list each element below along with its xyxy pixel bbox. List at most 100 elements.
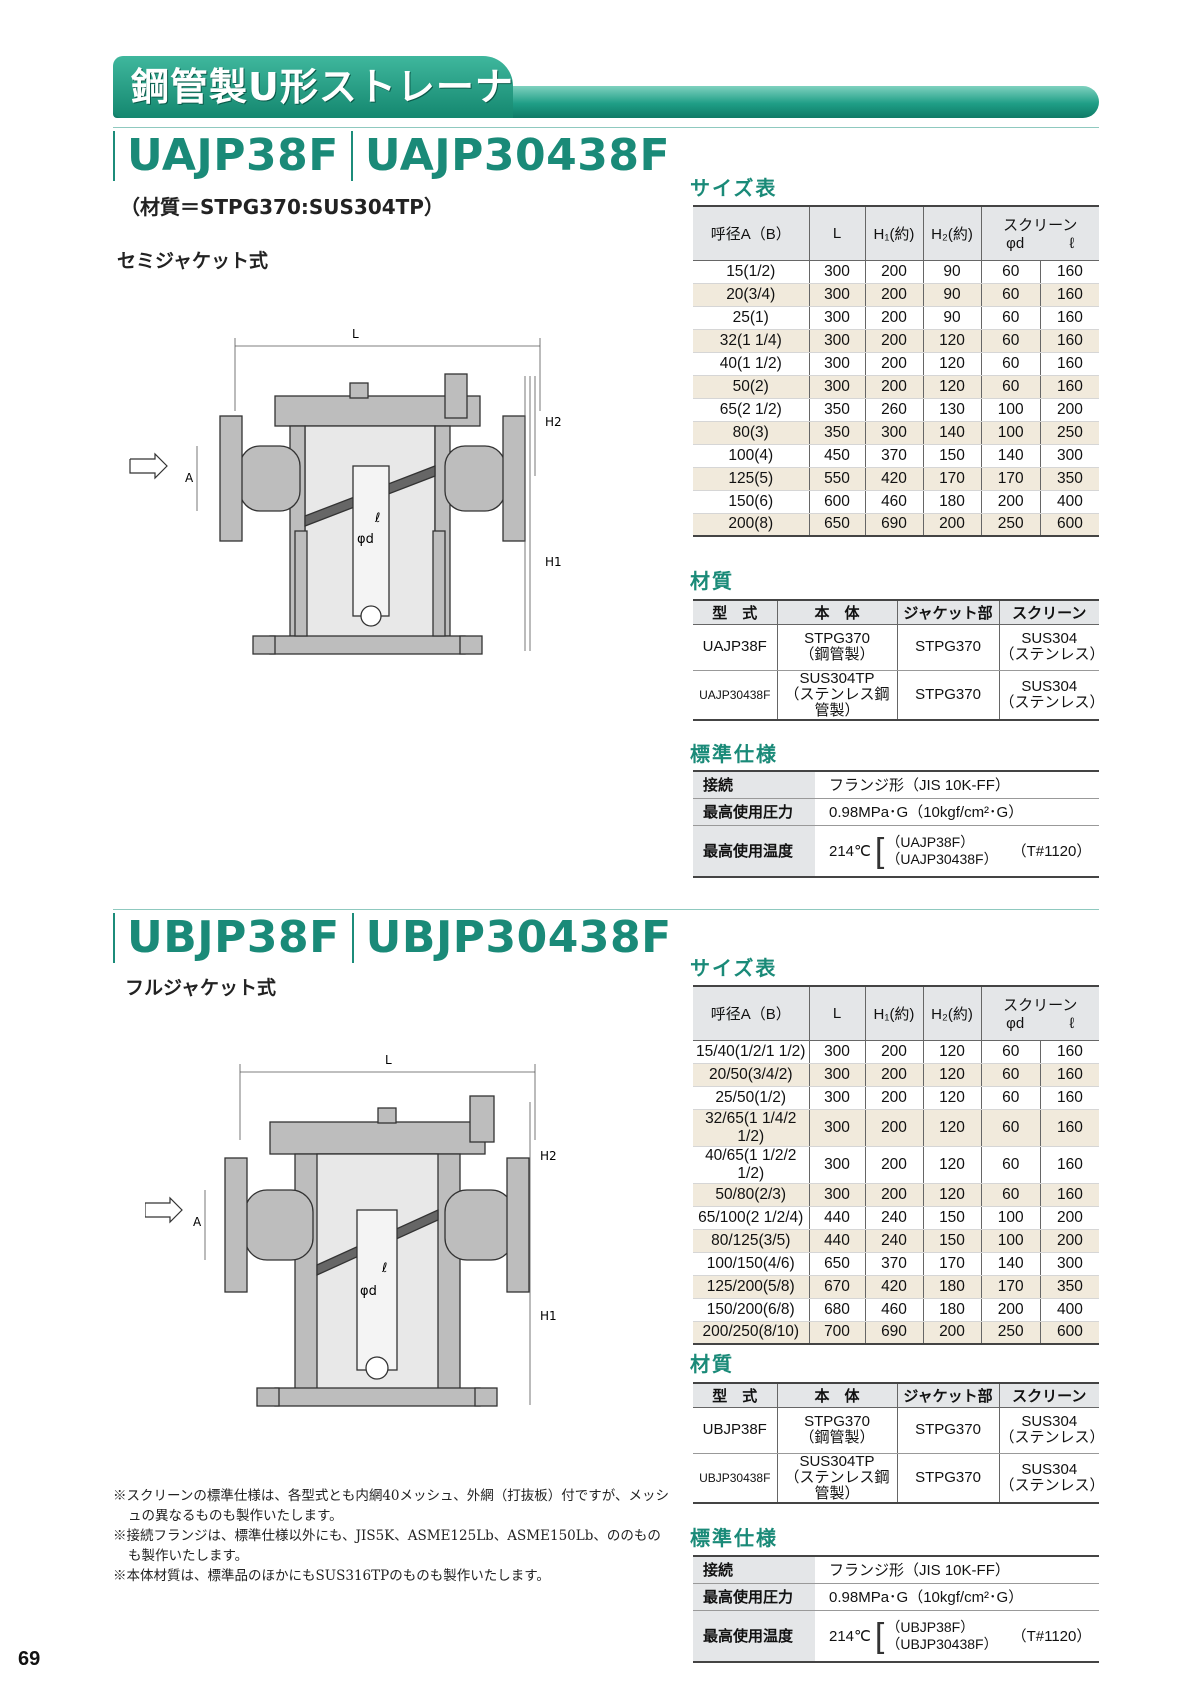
- table-cell: 200: [864, 1040, 923, 1064]
- table-row: UBJP30438F SUS304TP（ステンレス鋼管製） STPG370 SU…: [693, 1453, 1105, 1504]
- table-cell: 150: [922, 444, 981, 468]
- spec-table-title: 標準仕様: [690, 1526, 778, 1550]
- table-cell: 150: [922, 1229, 981, 1253]
- mat-screen-main: SUS304: [1021, 677, 1078, 695]
- table-cell: 420: [864, 467, 923, 491]
- table-cell: 300: [808, 329, 865, 353]
- table-cell: 160: [1039, 1183, 1099, 1207]
- mat-col-header: 型 式: [693, 1382, 777, 1408]
- table-cell: 200: [864, 1086, 923, 1110]
- table-cell: 300: [808, 352, 865, 376]
- model-heading-b: UBJP38F UBJP30438F: [113, 910, 684, 966]
- screen-l-header: ℓ: [1069, 1015, 1075, 1033]
- table-cell: 100: [980, 398, 1041, 422]
- heading-bar: [113, 131, 115, 181]
- col-header: H₂(約): [922, 985, 981, 1041]
- mat-screen-sub: （ステンレス）: [999, 1476, 1105, 1494]
- col-header: 呼径A（B）: [693, 985, 809, 1041]
- table-cell: 140: [922, 421, 981, 445]
- mat-jacket: STPG370: [896, 670, 999, 721]
- table-cell: 60: [980, 1146, 1041, 1184]
- table-cell: 200: [1039, 1206, 1099, 1230]
- dim-label-h1: H1: [545, 555, 562, 569]
- table-cell: 300: [808, 1086, 865, 1110]
- heading-bar: [351, 913, 354, 963]
- table-row: 接続 フランジ形（JIS 10K-FF）: [693, 1555, 1099, 1584]
- model-name: UBJP38F: [127, 912, 340, 963]
- table-row: 最高使用温度 214℃ [ （UBJP38F）（UBJP30438F） （T#1…: [693, 1610, 1099, 1663]
- material-table-title: 材質: [690, 1352, 734, 1376]
- model-name: UAJP30438F: [364, 130, 671, 181]
- table-cell: 150: [922, 1206, 981, 1230]
- table-cell: 180: [922, 1298, 981, 1322]
- mat-col-header: スクリーン: [998, 599, 1099, 625]
- table-cell: 160: [1039, 352, 1099, 376]
- table-cell: 200: [864, 1146, 923, 1184]
- table-cell: 300: [1039, 1252, 1099, 1276]
- table-cell: 60: [980, 1063, 1041, 1087]
- table-cell: 680: [808, 1298, 865, 1322]
- table-cell: 200: [864, 352, 923, 376]
- mat-col-header: スクリーン: [998, 1382, 1099, 1408]
- table-cell: 60: [980, 352, 1041, 376]
- page-title: 鋼管製U形ストレーナ: [131, 65, 514, 109]
- table-cell: 60: [980, 375, 1041, 399]
- dim-label-l: L: [352, 327, 359, 341]
- spec-table-b: 接続 フランジ形（JIS 10K-FF） 最高使用圧力 0.98MPa･G（10…: [693, 1555, 1099, 1663]
- flow-arrow-icon: [129, 452, 168, 480]
- table-cell: 650: [808, 1252, 865, 1276]
- mat-body-main: SUS304TP: [799, 669, 875, 687]
- table-cell: 160: [1039, 1146, 1099, 1184]
- table-cell: 60: [980, 329, 1041, 353]
- table-cell: 60: [980, 1086, 1041, 1110]
- table-cell: 240: [864, 1229, 923, 1253]
- screen-d-header: φd: [1006, 1015, 1025, 1033]
- spec-table-a: 接続 フランジ形（JIS 10K-FF） 最高使用圧力 0.98MPa･G（10…: [693, 770, 1099, 878]
- table-cell: 120: [922, 1183, 981, 1207]
- table-cell: 350: [808, 421, 865, 445]
- table-cell: 80/125(3/5): [693, 1229, 809, 1253]
- mat-screen-sub: （ステンレス）: [999, 1429, 1105, 1446]
- type-label: セミジャケット式: [117, 250, 269, 272]
- table-cell: 350: [1039, 1275, 1099, 1299]
- table-cell: 200: [980, 1298, 1041, 1322]
- mat-body: SUS304TP（ステンレス鋼管製）: [776, 1453, 897, 1504]
- table-cell: 400: [1039, 1298, 1099, 1322]
- mat-col-header: 本 体: [776, 1382, 897, 1408]
- table-row: 最高使用圧力 0.98MPa･G（10kgf/cm²･G）: [693, 798, 1099, 826]
- mat-screen-sub: （ステンレス）: [999, 693, 1105, 711]
- table-cell: 90: [922, 306, 981, 330]
- table-cell: 690: [864, 513, 923, 537]
- table-cell: 350: [1039, 467, 1099, 491]
- table-cell: 300: [808, 1109, 865, 1147]
- mat-col-header: ジャケット部: [896, 1382, 999, 1408]
- table-cell: 40(1 1/2): [693, 352, 809, 376]
- table-cell: 300: [808, 283, 865, 307]
- table-cell: 550: [808, 467, 865, 491]
- mat-body-sub: （ステンレス鋼管製）: [784, 685, 890, 719]
- temp-code: （T#1120）: [1011, 1628, 1092, 1646]
- mat-screen-main: SUS304: [1021, 1413, 1078, 1430]
- spec-value: 214℃ [ （UAJP38F）（UAJP30438F） （T#1120）: [815, 825, 1099, 878]
- table-cell: 120: [922, 329, 981, 353]
- bracket-icon: [: [874, 1616, 885, 1655]
- table-cell: 240: [864, 1206, 923, 1230]
- spec-label: 最高使用温度: [693, 1610, 815, 1663]
- table-cell: 200: [864, 1109, 923, 1147]
- table-cell: 160: [1039, 375, 1099, 399]
- col-header: L: [808, 985, 865, 1041]
- table-cell: 400: [1039, 490, 1099, 514]
- mat-screen: SUS304（ステンレス）: [998, 1453, 1105, 1504]
- table-cell: 120: [922, 1063, 981, 1087]
- table-cell: 60: [980, 1040, 1041, 1064]
- table-cell: 140: [980, 1252, 1041, 1276]
- table-cell: 300: [808, 1063, 865, 1087]
